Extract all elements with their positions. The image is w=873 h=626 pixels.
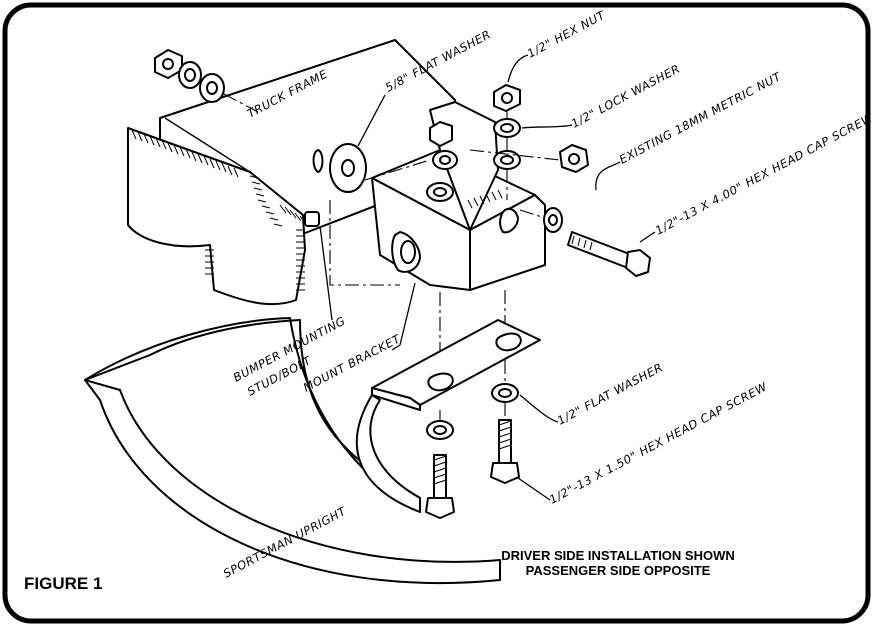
sportsman-upright-drawing — [84, 317, 501, 584]
cap-screw-400-drawing — [519, 207, 651, 277]
mount-bracket-drawing — [371, 101, 546, 291]
label-flat-washer-12: 1/2" FLAT WASHER — [555, 360, 665, 428]
washer-stack — [493, 84, 521, 200]
figure-label: FIGURE 1 — [24, 574, 102, 593]
lower-hardware — [425, 360, 520, 519]
label-hex-nut: 1/2" HEX NUT — [525, 8, 608, 61]
flat-washer-58-drawing — [329, 143, 367, 193]
frame-slot — [312, 149, 324, 173]
frame-edge-hatching — [131, 129, 307, 291]
leader-lines — [319, 54, 656, 501]
note-line-2: PASSENGER SIDE OPPOSITE — [526, 563, 711, 578]
label-cap-screw-150: 1/2"-13 X 1.50" HEX HEAD CAP SCREW — [547, 379, 770, 506]
note-line-1: DRIVER SIDE INSTALLATION SHOWN — [501, 548, 735, 563]
frame-nut-washers — [154, 49, 259, 113]
label-lock-washer: 1/2" LOCK WASHER — [569, 61, 683, 130]
lower-plate-drawing — [371, 319, 541, 411]
metric-nut-drawing — [559, 144, 589, 173]
